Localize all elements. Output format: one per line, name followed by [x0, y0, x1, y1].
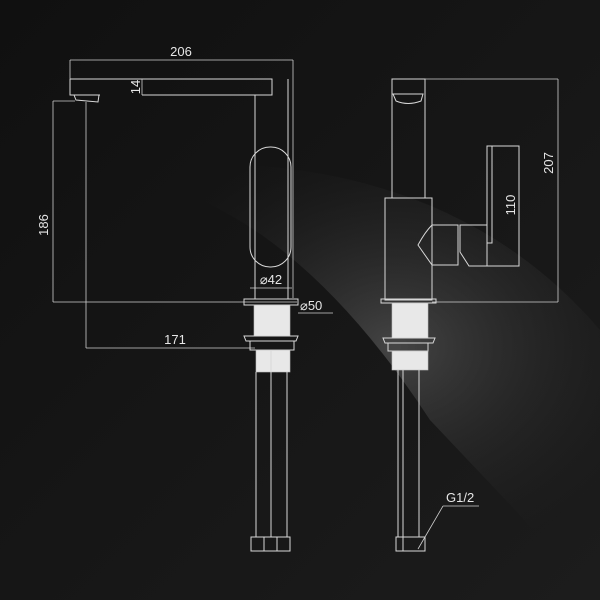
light-streak: [60, 163, 600, 600]
dim-207: 207: [541, 152, 556, 174]
front-view: 206 14 186 171 ⌀42 ⌀50: [36, 44, 333, 552]
dim-206: 206: [170, 44, 192, 59]
threaded-shank: [253, 304, 291, 337]
dim-186: 186: [36, 214, 51, 236]
aerator: [73, 94, 100, 103]
thread-label: G1/2: [446, 490, 474, 505]
lever-handle: [486, 145, 520, 267]
handle-oval: [249, 146, 292, 268]
hose-nut: [250, 536, 291, 552]
dim-110: 110: [503, 195, 518, 216]
aerator-side: [392, 93, 424, 104]
dim-body-diameter: ⌀42: [260, 272, 282, 287]
side-view: 207 110 G1/2: [380, 78, 559, 552]
hose-nut-side: [395, 536, 426, 552]
dim-14: 14: [128, 80, 143, 94]
dim-base-diameter: ⌀50: [300, 298, 322, 313]
spout: [69, 78, 273, 96]
dim-171: 171: [164, 332, 186, 347]
